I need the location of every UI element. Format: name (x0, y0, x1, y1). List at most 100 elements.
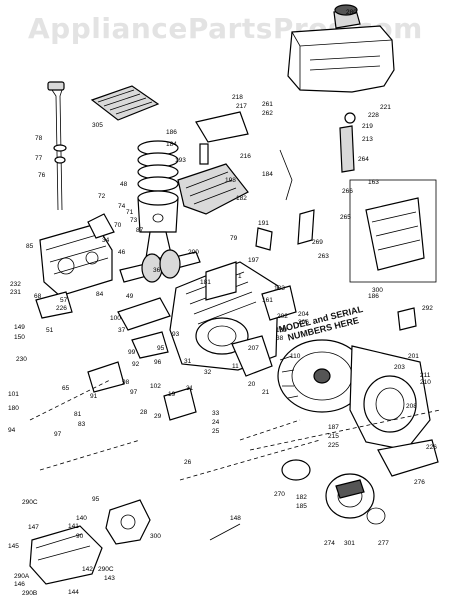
part-number-label: 1 (238, 273, 242, 280)
part-number-label: 213 (362, 136, 373, 143)
part-number-label: 24 (212, 419, 220, 426)
part-number-label: 95 (157, 345, 165, 352)
part-number-label: 193 (175, 157, 186, 164)
control-panel-inset (349, 179, 437, 283)
part-number-label: 77 (35, 155, 43, 162)
part-number-label: 25 (212, 428, 220, 435)
part-number-label: 277 (378, 540, 389, 547)
part-number-label: 84 (96, 291, 104, 298)
part-number-label: 11 (232, 363, 239, 370)
carburetor (39, 223, 113, 297)
part-number-label: 91 (90, 393, 98, 400)
part-number-label: 28 (140, 409, 148, 416)
part-number-label: 57 (60, 297, 68, 304)
part-number-label: 290C (98, 566, 114, 573)
part-number-label: 300 (372, 287, 383, 294)
lower-carburetor (105, 499, 151, 545)
muffler (29, 525, 103, 585)
part-number-label: 34 (102, 237, 110, 244)
part-number-label: 161 (262, 297, 273, 304)
part-number-label: 81 (74, 411, 82, 418)
part-number-label: 202 (277, 313, 288, 320)
crankshaft (119, 249, 201, 283)
part-number-label: 200 (188, 249, 199, 256)
part-number-label: 231 (10, 289, 21, 296)
part-number-label: 180 (8, 405, 19, 412)
part-number-label: 290B (22, 590, 37, 597)
part-number-label: 71 (126, 209, 134, 216)
part-number-label: 38 (276, 335, 284, 342)
part-number-label: 261 (262, 101, 273, 108)
part-number-label: 93 (172, 331, 180, 338)
small-parts (35, 112, 417, 541)
part-number-label: 19 (168, 391, 176, 398)
part-number-label: 49 (126, 293, 134, 300)
part-number-label: 198 (225, 177, 236, 184)
part-number-label: 85 (26, 243, 34, 250)
part-number-label: 76 (38, 172, 46, 179)
air-filter (90, 85, 160, 121)
part-number-label: 182 (236, 195, 247, 202)
part-number-label: 264 (358, 156, 369, 163)
dipstick (47, 81, 67, 211)
part-number-label: 263 (318, 253, 329, 260)
part-number-label: 36 (153, 267, 161, 274)
part-number-label: 226 (56, 305, 67, 312)
part-number-label: 226 (426, 444, 437, 451)
part-number-label: 150 (14, 334, 25, 341)
part-number-label: 301 (344, 540, 355, 547)
part-number-label: 46 (118, 249, 126, 256)
part-number-label: 228 (368, 112, 379, 119)
part-number-label: 143 (104, 575, 115, 582)
part-number-label: 216 (240, 153, 251, 160)
part-number-label: 232 (10, 281, 21, 288)
part-number-label: 274 (324, 540, 335, 547)
fuel-tank (287, 4, 395, 93)
part-number-label: 51 (46, 327, 54, 334)
part-number-label: 185 (296, 503, 307, 510)
part-number-label: 97 (54, 431, 62, 438)
part-number-label: 95 (92, 496, 100, 503)
part-number-label: 26 (184, 459, 192, 466)
part-number-label: 21 (262, 389, 270, 396)
part-number-label: 102 (150, 383, 161, 390)
part-number-label: 189 (276, 327, 287, 334)
part-number-label: 142 (82, 566, 93, 573)
part-number-label: 37 (118, 327, 126, 334)
part-number-label: 90 (76, 533, 84, 540)
part-number-label: 197 (248, 257, 259, 264)
part-number-label: 183 (274, 285, 285, 292)
part-number-label: 210 (420, 379, 431, 386)
part-number-label: 305 (92, 122, 103, 129)
part-number-label: 147 (28, 524, 39, 531)
part-number-label: 217 (236, 103, 247, 110)
part-number-label: 276 (414, 479, 425, 486)
part-number-label: 207 (248, 345, 259, 352)
part-number-label: 110 (290, 353, 301, 360)
part-number-label: 206 (298, 319, 309, 326)
part-number-label: 204 (298, 311, 309, 318)
part-number-label: 96 (154, 359, 162, 366)
part-number-label: 140 (76, 515, 87, 522)
part-number-label: 280 (346, 9, 357, 16)
part-number-label: 48 (120, 181, 128, 188)
part-number-label: 141 (68, 523, 79, 530)
part-number-label: 221 (380, 104, 391, 111)
part-number-label: 148 (230, 515, 241, 522)
part-number-label: 184 (262, 171, 273, 178)
part-number-label: 65 (62, 385, 70, 392)
part-number-label: 94 (8, 427, 16, 434)
part-number-label: 70 (114, 222, 122, 229)
part-number-label: 290C (22, 499, 38, 506)
part-number-label: 31 (186, 385, 194, 392)
part-number-label: 68 (34, 293, 42, 300)
part-number-label: 78 (35, 135, 43, 142)
part-number-label: 163 (368, 179, 379, 186)
part-number-label: 83 (78, 421, 86, 428)
part-number-label: 20 (248, 381, 256, 388)
part-number-label: 98 (122, 379, 130, 386)
part-number-label: 186 (368, 293, 379, 300)
part-number-label: 181 (200, 279, 211, 286)
part-number-label: 145 (8, 543, 19, 550)
